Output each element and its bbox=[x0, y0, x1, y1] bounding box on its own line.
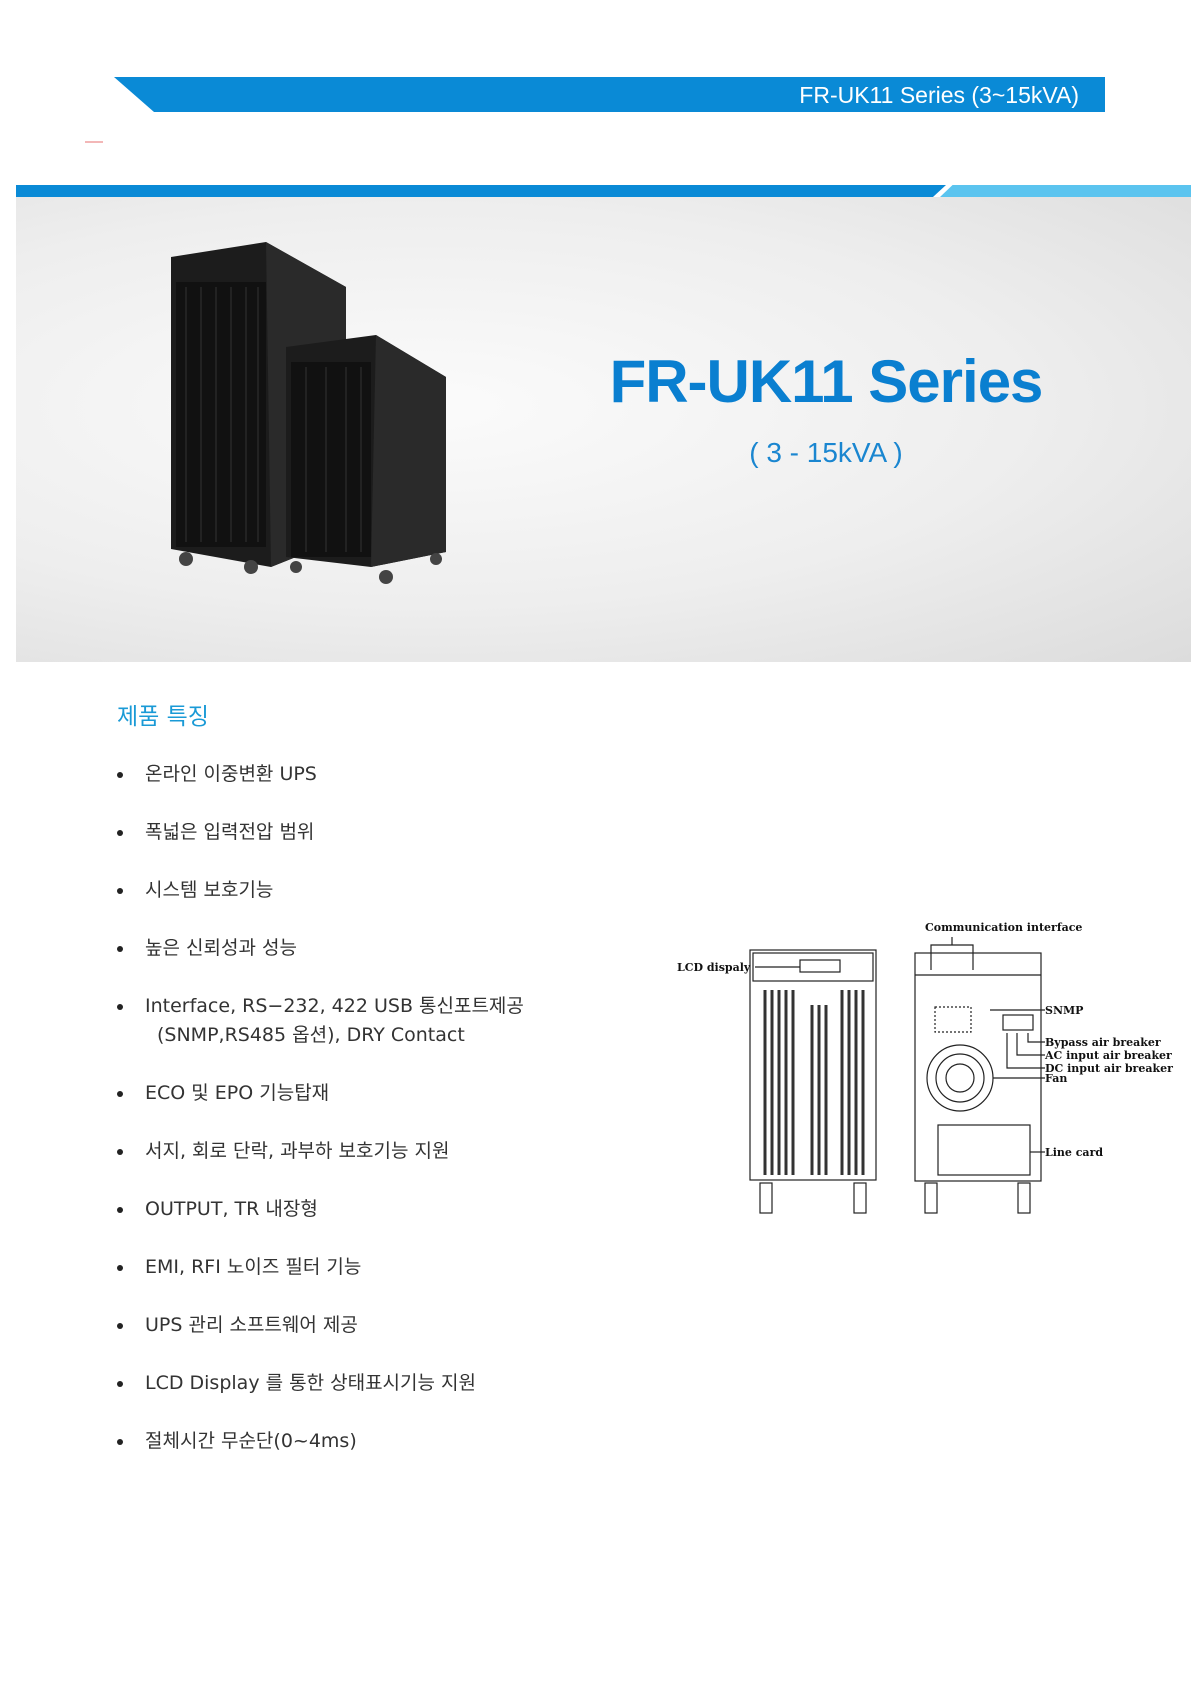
product-capacity: ( 3 - 15kVA ) bbox=[749, 437, 903, 468]
hero-banner: FR-UK11 Series ( 3 - 15kVA ) bbox=[16, 197, 1191, 662]
label-bypass: Bypass air breaker bbox=[1045, 1036, 1161, 1049]
list-item: UPS 관리 소프트웨어 제공 bbox=[115, 1311, 524, 1340]
list-item: EMI, RFI 노이즈 필터 기능 bbox=[115, 1253, 524, 1282]
ups-product-photo bbox=[171, 242, 446, 584]
label-line-card: Line card bbox=[1045, 1146, 1103, 1159]
feature-text: EMI, RFI 노이즈 필터 기능 bbox=[145, 1256, 362, 1278]
label-snmp: SNMP bbox=[1045, 1004, 1083, 1017]
list-item: 서지, 회로 단락, 과부하 보호기능 지원 bbox=[115, 1137, 524, 1166]
ups-front-rear-diagram: LCD dispaly Communication interface SNMP… bbox=[677, 921, 1173, 1214]
feature-text: 온라인 이중변환 UPS bbox=[145, 763, 317, 785]
feature-text: Interface, RS−232, 422 USB 통신포트제공 bbox=[145, 995, 524, 1017]
feature-text: OUTPUT, TR 내장형 bbox=[145, 1198, 318, 1220]
feature-text: 시스템 보호기능 bbox=[145, 879, 274, 901]
feature-text: LCD Display 를 통한 상태표시기능 지원 bbox=[145, 1372, 476, 1394]
header-banner: FR-UK11 Series (3~15kVA) bbox=[114, 77, 1105, 112]
decorative-mark bbox=[85, 141, 103, 143]
feature-text: 폭넓은 입력전압 범위 bbox=[145, 821, 315, 843]
divider-stripe bbox=[16, 185, 946, 197]
list-item: OUTPUT, TR 내장형 bbox=[115, 1195, 524, 1224]
label-fan: Fan bbox=[1045, 1072, 1067, 1085]
list-item: 높은 신뢰성과 성능 bbox=[115, 934, 524, 963]
feature-text-line2: (SNMP,RS485 옵션), DRY Contact bbox=[157, 1024, 465, 1046]
feature-text: 높은 신뢰성과 성능 bbox=[145, 937, 297, 959]
list-item: LCD Display 를 통한 상태표시기능 지원 bbox=[115, 1369, 524, 1398]
divider-stripe-light bbox=[940, 185, 1191, 197]
feature-text: UPS 관리 소프트웨어 제공 bbox=[145, 1314, 358, 1336]
list-item: Interface, RS−232, 422 USB 통신포트제공 (SNMP,R… bbox=[115, 992, 524, 1050]
feature-list: 온라인 이중변환 UPS 폭넓은 입력전압 범위 시스템 보호기능 높은 신뢰성… bbox=[115, 760, 524, 1485]
list-item: 폭넓은 입력전압 범위 bbox=[115, 818, 524, 847]
features-heading: 제품 특징 bbox=[117, 704, 209, 730]
feature-text: ECO 및 EPO 기능탑재 bbox=[145, 1082, 330, 1104]
label-dc-input: DC input air breaker bbox=[1045, 1062, 1173, 1075]
label-lcd: LCD dispaly bbox=[677, 961, 751, 974]
feature-text: 서지, 회로 단락, 과부하 보호기능 지원 bbox=[145, 1140, 450, 1162]
list-item: 시스템 보호기능 bbox=[115, 876, 524, 905]
series-label: FR-UK11 Series (3~15kVA) bbox=[799, 82, 1079, 108]
feature-text: 절체시간 무순단(0~4ms) bbox=[145, 1430, 357, 1452]
list-item: ECO 및 EPO 기능탑재 bbox=[115, 1079, 524, 1108]
label-ac-input: AC input air breaker bbox=[1044, 1049, 1172, 1062]
product-title: FR-UK11 Series bbox=[609, 348, 1044, 415]
list-item: 절체시간 무순단(0~4ms) bbox=[115, 1427, 524, 1456]
list-item: 온라인 이중변환 UPS bbox=[115, 760, 524, 789]
label-communication: Communication interface bbox=[925, 921, 1082, 934]
